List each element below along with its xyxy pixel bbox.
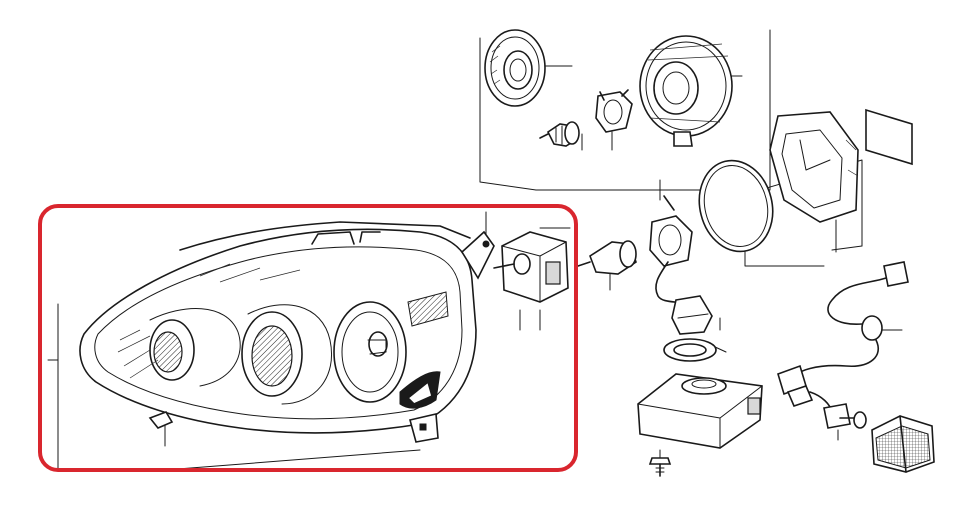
side-marker-icon bbox=[871, 415, 935, 473]
reflector-shell-icon bbox=[639, 35, 733, 147]
label-plate-icon bbox=[865, 108, 913, 166]
gasket-ring-icon bbox=[698, 159, 774, 253]
screw-icon bbox=[648, 457, 672, 477]
highlight-box bbox=[38, 204, 578, 472]
bulb-icon bbox=[577, 240, 637, 275]
socket-icon bbox=[649, 195, 695, 311]
socket-icon bbox=[671, 295, 713, 335]
leveling-motor-icon bbox=[493, 231, 569, 303]
ballast-icon bbox=[637, 373, 763, 449]
reflector-shell-icon bbox=[769, 111, 859, 223]
wire-harness-icon bbox=[777, 261, 909, 429]
gasket-ring-icon bbox=[663, 338, 717, 362]
dust-cap-icon bbox=[484, 29, 546, 107]
headlight-assembly-icon bbox=[79, 221, 495, 443]
socket-icon bbox=[595, 89, 633, 133]
bulb-icon bbox=[539, 121, 580, 147]
